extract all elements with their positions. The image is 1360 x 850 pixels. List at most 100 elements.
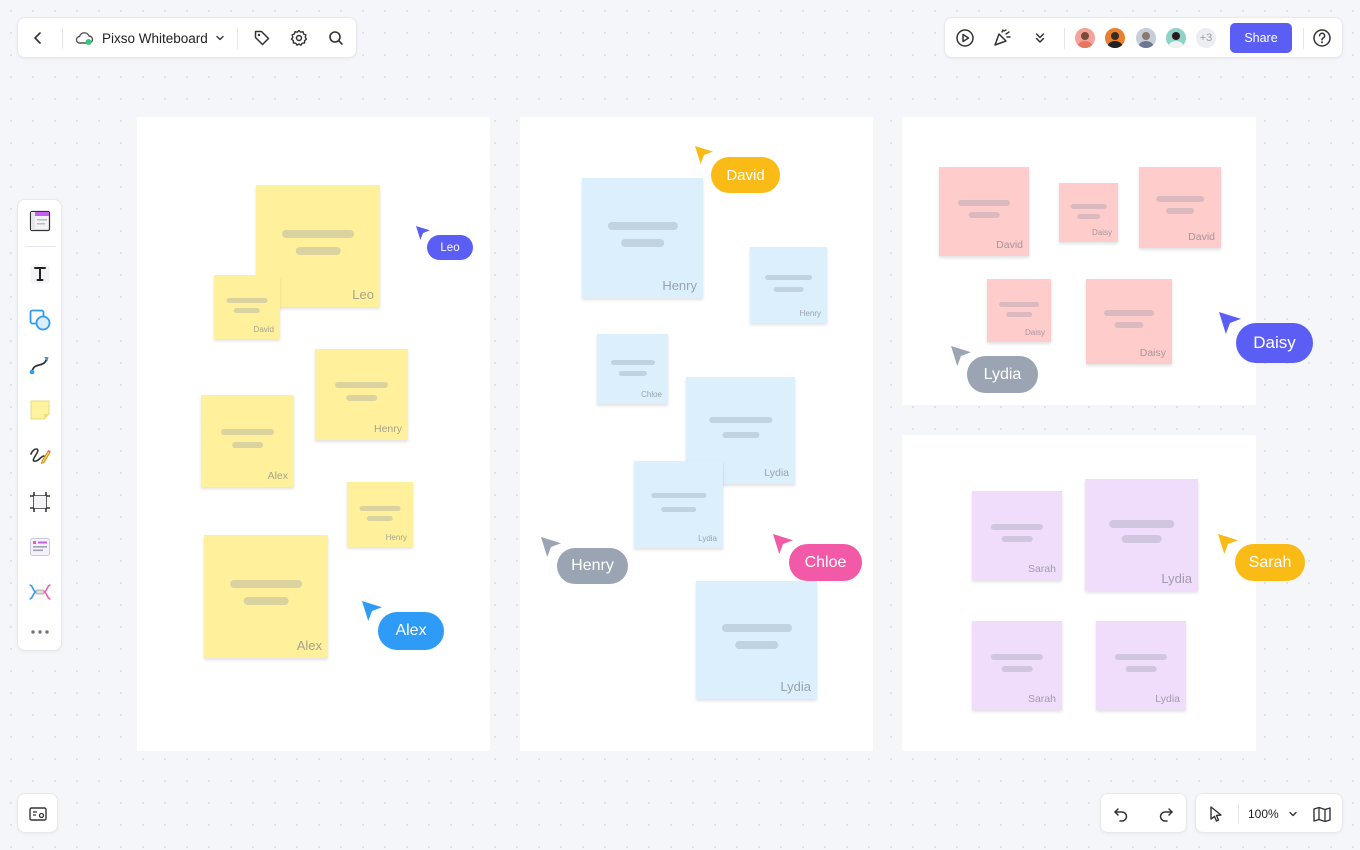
avatar-person-icon: [1168, 32, 1184, 48]
zoom-dropdown[interactable]: 100%: [1248, 802, 1299, 826]
note-author: Lydia: [780, 679, 811, 694]
sticky-note[interactable]: Alex: [201, 395, 294, 487]
note-author: David: [996, 239, 1023, 251]
frame-tool-button[interactable]: [27, 489, 53, 515]
note-text-placeholder: [990, 523, 1044, 530]
cursor-name-tag: Alex: [378, 612, 444, 650]
cursor-name-tag: Leo: [427, 235, 473, 260]
left-toolbar: [17, 199, 62, 651]
sticky-note[interactable]: Chloe: [597, 334, 668, 404]
more-collaborators-count: +3: [1199, 32, 1213, 44]
note-text-placeholder: [359, 505, 401, 511]
connector-tool-icon: [29, 357, 49, 375]
cursor-name-tag: Lydia: [967, 356, 1038, 393]
note-text-placeholder: [721, 624, 792, 633]
cursor-name-tag: David: [711, 157, 780, 193]
more-tools-button[interactable]: [27, 622, 53, 642]
share-label: Share: [1244, 31, 1278, 45]
pointer-icon: [1210, 806, 1222, 822]
settings-button[interactable]: [287, 26, 311, 50]
shape-tool-icon: [29, 309, 51, 331]
sticky-note[interactable]: Henry: [315, 349, 408, 440]
note-text-placeholder: [734, 640, 779, 649]
toolbar-divider: [1303, 28, 1304, 49]
redo-button[interactable]: [1154, 802, 1178, 826]
back-button[interactable]: [26, 26, 50, 50]
avatar[interactable]: [1073, 26, 1097, 50]
sticky-note[interactable]: Daisy: [1086, 279, 1172, 364]
sticky-note[interactable]: David: [214, 275, 280, 339]
undo-icon: [1114, 808, 1128, 822]
frame-purple[interactable]: [902, 435, 1256, 751]
sticky-note[interactable]: Lydia: [1085, 479, 1198, 591]
sticky-note[interactable]: Lydia: [634, 461, 723, 548]
sticky-note[interactable]: Henry: [582, 178, 703, 298]
note-text-placeholder: [220, 428, 275, 435]
template-tool-icon: [30, 538, 50, 556]
mindmap-tool-icon: [29, 584, 51, 600]
minimap-button[interactable]: [26, 802, 50, 826]
sticky-note-tool-button[interactable]: [27, 397, 53, 423]
note-text-placeholder: [610, 359, 655, 365]
note-text-placeholder: [618, 370, 647, 376]
select-tool-button[interactable]: [1204, 802, 1228, 826]
page-tool-button[interactable]: [27, 208, 53, 234]
help-button[interactable]: [1310, 26, 1334, 50]
more-tools-icon: [31, 630, 49, 634]
pen-tool-button[interactable]: [27, 443, 53, 469]
sticky-note[interactable]: Daisy: [1059, 183, 1118, 242]
note-text-placeholder: [366, 515, 394, 521]
connector-tool-button[interactable]: [27, 352, 53, 378]
note-text-placeholder: [764, 274, 813, 280]
present-button[interactable]: [953, 26, 977, 50]
note-author: Leo: [352, 287, 374, 302]
search-button[interactable]: [324, 26, 348, 50]
expand-button[interactable]: [1028, 26, 1052, 50]
note-author: Lydia: [1161, 571, 1192, 586]
note-text-placeholder: [968, 212, 1000, 219]
note-text-placeholder: [334, 382, 389, 389]
sticky-note[interactable]: Daisy: [987, 279, 1051, 342]
sticky-note[interactable]: Lydia: [1096, 621, 1186, 710]
note-text-placeholder: [773, 287, 804, 293]
map-view-button[interactable]: [1310, 802, 1334, 826]
tag-button[interactable]: [250, 26, 274, 50]
sticky-note[interactable]: Sarah: [972, 491, 1062, 580]
sticky-note[interactable]: Henry: [750, 247, 827, 323]
shape-tool-button[interactable]: [27, 307, 53, 333]
note-author: Henry: [385, 533, 407, 542]
text-tool-button[interactable]: [27, 261, 53, 287]
cursor-arrow-icon: [773, 534, 793, 554]
zoom-level: 100%: [1248, 807, 1279, 821]
cursor-arrow-icon: [695, 146, 713, 164]
toolbar-divider: [237, 28, 238, 49]
avatar[interactable]: [1103, 26, 1127, 50]
book-open-icon: [1313, 806, 1331, 823]
sticky-note[interactable]: Lydia: [696, 581, 817, 699]
note-text-placeholder: [1121, 535, 1162, 544]
more-collaborators-badge[interactable]: +3: [1194, 26, 1218, 50]
note-author: Sarah: [1027, 693, 1056, 705]
note-text-placeholder: [620, 238, 665, 247]
avatar[interactable]: [1134, 26, 1158, 50]
celebrate-button[interactable]: [990, 26, 1014, 50]
template-tool-button[interactable]: [27, 534, 53, 560]
mindmap-tool-button[interactable]: [27, 579, 53, 605]
sticky-note[interactable]: Henry: [347, 482, 413, 547]
sticky-note[interactable]: Sarah: [972, 621, 1062, 710]
note-text-placeholder: [1114, 653, 1168, 660]
cursor-name: Alex: [395, 622, 427, 639]
sticky-note[interactable]: David: [939, 167, 1029, 256]
sticky-note[interactable]: Alex: [204, 535, 328, 658]
note-text-placeholder: [999, 301, 1039, 307]
file-title-button[interactable]: Pixso Whiteboard: [74, 26, 226, 50]
tag-icon: [254, 30, 270, 46]
sticky-note[interactable]: David: [1139, 167, 1221, 248]
double-chevron-down-icon: [1035, 33, 1045, 43]
share-button[interactable]: Share: [1230, 23, 1292, 53]
minimap-icon: [29, 807, 47, 821]
cursor-arrow-icon: [1219, 312, 1241, 334]
frame-red[interactable]: [902, 117, 1256, 405]
avatar[interactable]: [1164, 26, 1188, 50]
undo-button[interactable]: [1109, 802, 1133, 826]
